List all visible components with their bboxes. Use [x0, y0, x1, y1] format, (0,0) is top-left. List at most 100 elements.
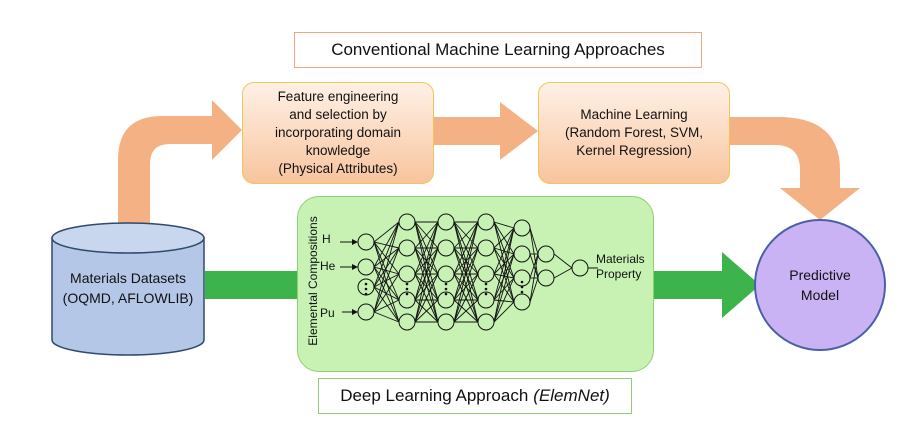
nn-connection: [493, 277, 515, 323]
nn-ellipsis-dot: [444, 282, 448, 286]
nn-connection: [493, 253, 515, 323]
feature-engineering-text: Feature engineering and selection by inc…: [274, 89, 402, 176]
nn-connection: [373, 299, 400, 313]
feature-engineering-box: Feature engineering and selection by inc…: [242, 82, 434, 184]
nn-connection: [414, 273, 439, 323]
nn-node: [477, 291, 495, 309]
nn-connection: [414, 221, 439, 301]
nn-connection: [493, 221, 515, 229]
nn-connection: [414, 273, 439, 301]
nn-connection: [453, 299, 479, 323]
elemental-compositions-text: Elemental Compositions: [306, 216, 320, 346]
materials-property-label: Materials Property: [596, 252, 645, 281]
datasets-text: Materials Datasets (OQMD, AFLOWLIB): [62, 270, 194, 306]
nn-node: [437, 291, 455, 309]
input-arrow-head: [352, 239, 358, 245]
nn-node: [513, 293, 531, 311]
nn-connection: [373, 286, 400, 323]
nn-node: [477, 239, 495, 257]
nn-connection: [373, 221, 400, 288]
nn-connection: [373, 266, 400, 301]
nn-connection: [373, 241, 400, 301]
green-arrow-left-segment: [205, 271, 297, 299]
nn-ellipsis-dot: [520, 280, 524, 284]
orange-arrow-down: [728, 117, 860, 220]
nn-ellipsis-dot: [405, 292, 409, 296]
nn-connection: [529, 227, 539, 255]
nn-connection: [414, 221, 439, 323]
input-label-h: H: [322, 232, 331, 246]
nn-node: [477, 213, 495, 231]
nn-connection: [373, 247, 400, 268]
nn-node: [398, 239, 416, 257]
nn-node: [357, 258, 375, 276]
nn-node: [357, 233, 375, 251]
input-arrow-head: [352, 309, 358, 315]
nn-connection: [529, 253, 539, 303]
nn-connection: [453, 273, 479, 323]
nn-node: [437, 213, 455, 231]
nn-ellipsis-dot: [444, 292, 448, 296]
nn-connection: [373, 241, 400, 323]
nn-connection: [453, 221, 479, 275]
conventional-ml-title-text: Conventional Machine Learning Approaches: [331, 40, 665, 59]
nn-ellipsis-dot: [364, 292, 368, 296]
nn-connection: [553, 253, 573, 269]
nn-connection: [529, 253, 539, 279]
nn-connection: [529, 277, 539, 303]
input-label-he: He: [320, 259, 336, 273]
nn-ellipsis-dot: [520, 285, 524, 289]
nn-node: [437, 239, 455, 257]
nn-connection: [493, 227, 515, 275]
nn-connection: [414, 221, 439, 275]
nn-connection: [373, 273, 400, 313]
nn-ellipsis-dot: [484, 292, 488, 296]
nn-connection: [373, 311, 400, 323]
nn-connection: [493, 227, 515, 301]
input-arrow-head: [352, 264, 358, 270]
nn-connection: [493, 301, 515, 323]
nn-ellipsis-dot: [484, 282, 488, 286]
nn-connection: [453, 221, 479, 323]
green-arrow-right: [652, 252, 760, 318]
datasets-cylinder: [51, 222, 205, 356]
nn-connection: [453, 247, 479, 301]
nn-node: [477, 265, 495, 283]
nn-connection: [453, 221, 479, 301]
elemnet-emphasis: (ElemNet): [533, 386, 610, 405]
orange-arrow-up-right: [118, 100, 242, 232]
nn-node: [513, 269, 531, 287]
nn-ellipsis-dot: [364, 282, 368, 286]
nn-node: [398, 291, 416, 309]
nn-node: [513, 219, 531, 237]
deep-learning-title: Deep Learning Approach (ElemNet): [318, 378, 632, 414]
nn-node: [477, 313, 495, 331]
nn-connection: [373, 221, 400, 243]
nn-node: [398, 213, 416, 231]
nn-ellipsis-dot: [405, 287, 409, 291]
nn-ellipsis-dot: [484, 287, 488, 291]
nn-connection: [414, 299, 439, 323]
input-label-pu: Pu: [320, 306, 335, 320]
nn-ellipsis-dot: [520, 290, 524, 294]
orange-arrow-middle: [432, 102, 538, 160]
predictive-model-circle: [754, 219, 886, 351]
nn-connection: [373, 247, 400, 313]
machine-learning-text: Machine Learning (Random Forest, SVM, Ke…: [564, 107, 704, 158]
deep-learning-title-text: Deep Learning Approach: [340, 386, 529, 405]
nn-ellipsis-dot: [444, 287, 448, 291]
predictive-model-label: Predictive Model: [760, 262, 880, 308]
nn-node: [571, 259, 589, 277]
nn-connection: [453, 273, 479, 301]
nn-connection: [493, 221, 515, 303]
nn-node: [398, 313, 416, 331]
nn-node: [437, 265, 455, 283]
nn-connection: [553, 267, 573, 279]
datasets-label: Materials Datasets (OQMD, AFLOWLIB): [52, 258, 204, 318]
machine-learning-box: Machine Learning (Random Forest, SVM, Ke…: [538, 82, 730, 184]
nn-connection: [373, 221, 400, 313]
nn-connection: [414, 221, 439, 249]
nn-connection: [373, 266, 400, 275]
nn-node: [357, 278, 375, 296]
